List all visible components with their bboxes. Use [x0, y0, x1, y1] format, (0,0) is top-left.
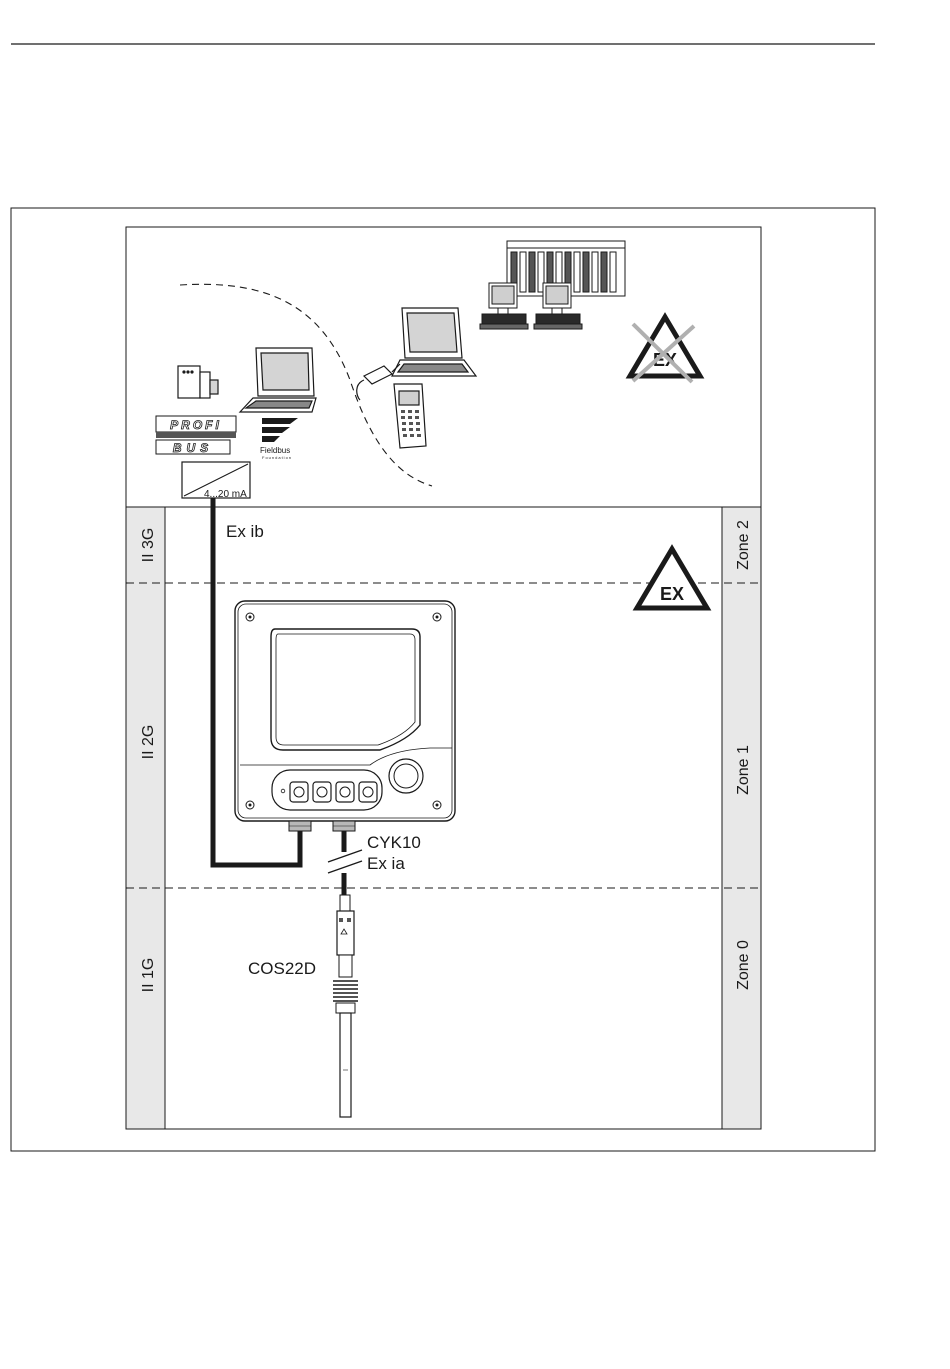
fieldbus-logo-text: Fieldbus: [260, 446, 290, 455]
ex-hazard-text: EX: [660, 584, 684, 604]
cable-type-label: CYK10: [367, 833, 421, 852]
fieldbus-logo-subtext: Foundation: [262, 455, 292, 460]
transmitter-device: [235, 601, 455, 831]
profibus-text-bottom: BUS: [173, 441, 213, 455]
ex-ia-label: Ex ia: [367, 854, 405, 873]
ex-ib-label: Ex ib: [226, 522, 264, 541]
category-ii-3g: II 3G: [140, 528, 157, 563]
profibus-text-top: PROFI: [170, 418, 222, 432]
signal-range-label: 4...20 mA: [204, 489, 247, 500]
signal-isolator-box: 4...20 mA: [182, 462, 250, 500]
category-ii-2g: II 2G: [140, 725, 157, 760]
handheld-terminal-icon: [394, 384, 426, 448]
zone-1-label: Zone 1: [735, 745, 752, 795]
category-ii-1g: II 1G: [140, 958, 157, 993]
zone-column: [722, 507, 761, 1129]
profibus-logo: PROFI BUS: [156, 416, 236, 455]
zone-0-label: Zone 0: [735, 940, 752, 990]
zone-2-label: Zone 2: [735, 520, 752, 570]
sensor-label: COS22D: [248, 959, 316, 978]
device-category-column: [126, 507, 165, 1129]
